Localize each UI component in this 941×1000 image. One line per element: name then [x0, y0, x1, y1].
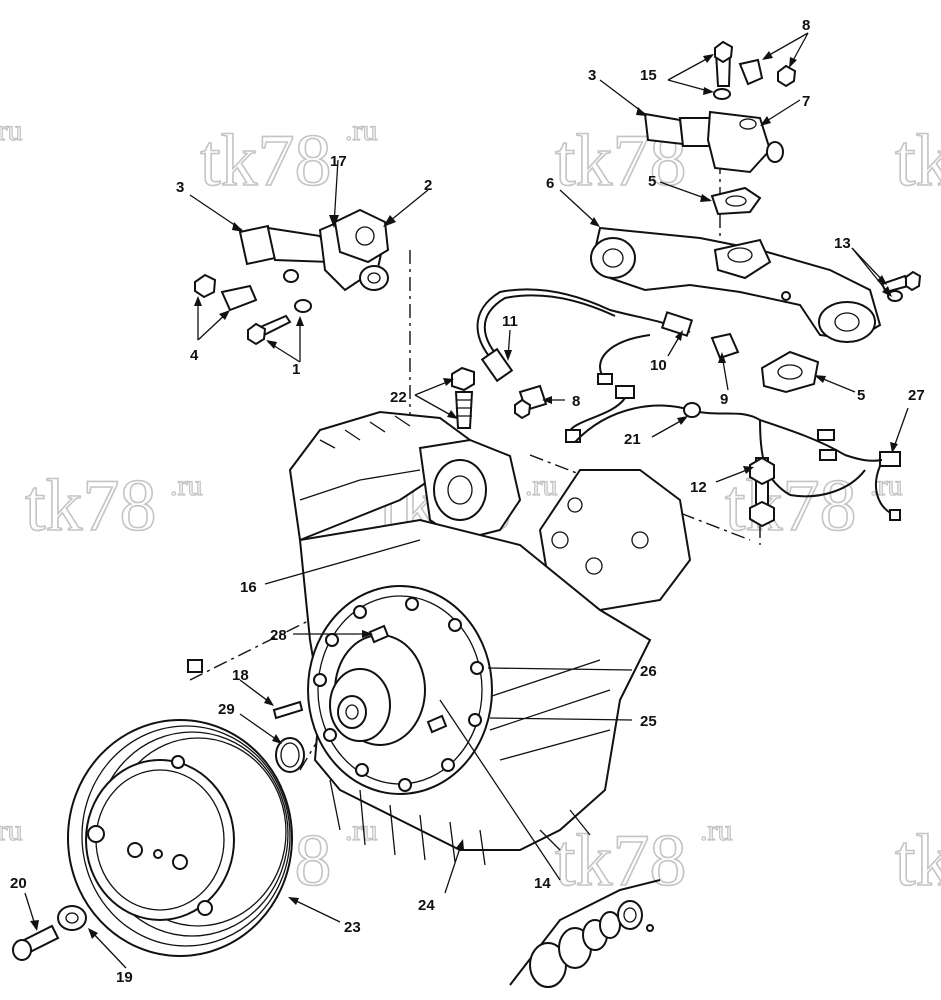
callout-18: 18 [232, 667, 249, 684]
washer [294, 299, 312, 313]
callout-27: 27 [908, 387, 925, 404]
callout-11: 11 [502, 313, 518, 330]
callout-16: 16 [240, 579, 257, 596]
callout-22: 22 [390, 389, 407, 406]
watermark-suffix: .ru [525, 469, 558, 502]
watermark-suffix: .ru [0, 114, 23, 147]
watermark-suffix: .ru [0, 814, 23, 847]
callout-labels: 1 2 3 3 4 5 5 6 7 8 8 9 10 11 12 13 14 1… [10, 17, 925, 986]
hex-nut [194, 273, 217, 299]
leader-lines [24, 32, 909, 969]
watermark-suffix: .ru [345, 114, 378, 147]
top-nut [451, 366, 475, 392]
callout-10: 10 [650, 357, 667, 374]
callout-13: 13 [834, 235, 851, 252]
elbow-fitting [220, 284, 258, 312]
callout-21: 21 [624, 431, 641, 448]
callout-23: 23 [344, 919, 361, 936]
watermark: tk78 [895, 120, 941, 202]
watermark: tk78 [895, 820, 941, 902]
callout-8: 8 [572, 393, 580, 410]
gasket-manifold [760, 350, 820, 394]
key [272, 700, 304, 720]
callout-5: 5 [648, 173, 656, 190]
callout-19: 19 [116, 969, 133, 986]
callout-3: 3 [176, 179, 184, 196]
watermark: tk78 [725, 465, 857, 547]
manifold [590, 226, 922, 394]
callout-12: 12 [690, 479, 707, 496]
callout-17: 17 [330, 153, 347, 170]
pulley-assembly [12, 659, 305, 961]
callout-25: 25 [640, 713, 657, 730]
callout-1: 1 [292, 361, 300, 378]
callout-15: 15 [640, 67, 657, 84]
callout-14: 14 [534, 875, 551, 892]
watermark: tk78 [25, 465, 157, 547]
callout-8: 8 [802, 17, 810, 34]
shaft-seal-detail [509, 879, 661, 988]
watermark-suffix: .ru [345, 814, 378, 847]
union-fitting [706, 110, 772, 174]
left-fitting-assembly [194, 208, 390, 346]
watermark-suffix: .ru [870, 469, 903, 502]
watermark: tk78 [200, 120, 332, 202]
callout-2: 2 [424, 177, 432, 194]
callout-28: 28 [270, 627, 287, 644]
flange-port [359, 265, 389, 291]
callout-24: 24 [418, 897, 435, 914]
top-right-fitting-assembly [643, 40, 797, 216]
gasket [333, 208, 390, 264]
callout-26: 26 [640, 663, 657, 680]
gasket-top [710, 186, 762, 216]
callout-7: 7 [802, 93, 810, 110]
wiring-harness [476, 288, 901, 521]
watermark-suffix: .ru [700, 814, 733, 847]
sensor-fittings [451, 366, 775, 528]
plug [187, 659, 203, 673]
callout-9: 9 [720, 391, 728, 408]
compressor-body [288, 410, 692, 866]
callout-6: 6 [546, 175, 554, 192]
callout-20: 20 [10, 875, 27, 892]
callout-3: 3 [588, 67, 596, 84]
callout-5: 5 [857, 387, 865, 404]
callout-29: 29 [218, 701, 235, 718]
watermark-suffix: .ru [170, 469, 203, 502]
callout-4: 4 [190, 347, 199, 364]
elbow-top [738, 58, 764, 86]
